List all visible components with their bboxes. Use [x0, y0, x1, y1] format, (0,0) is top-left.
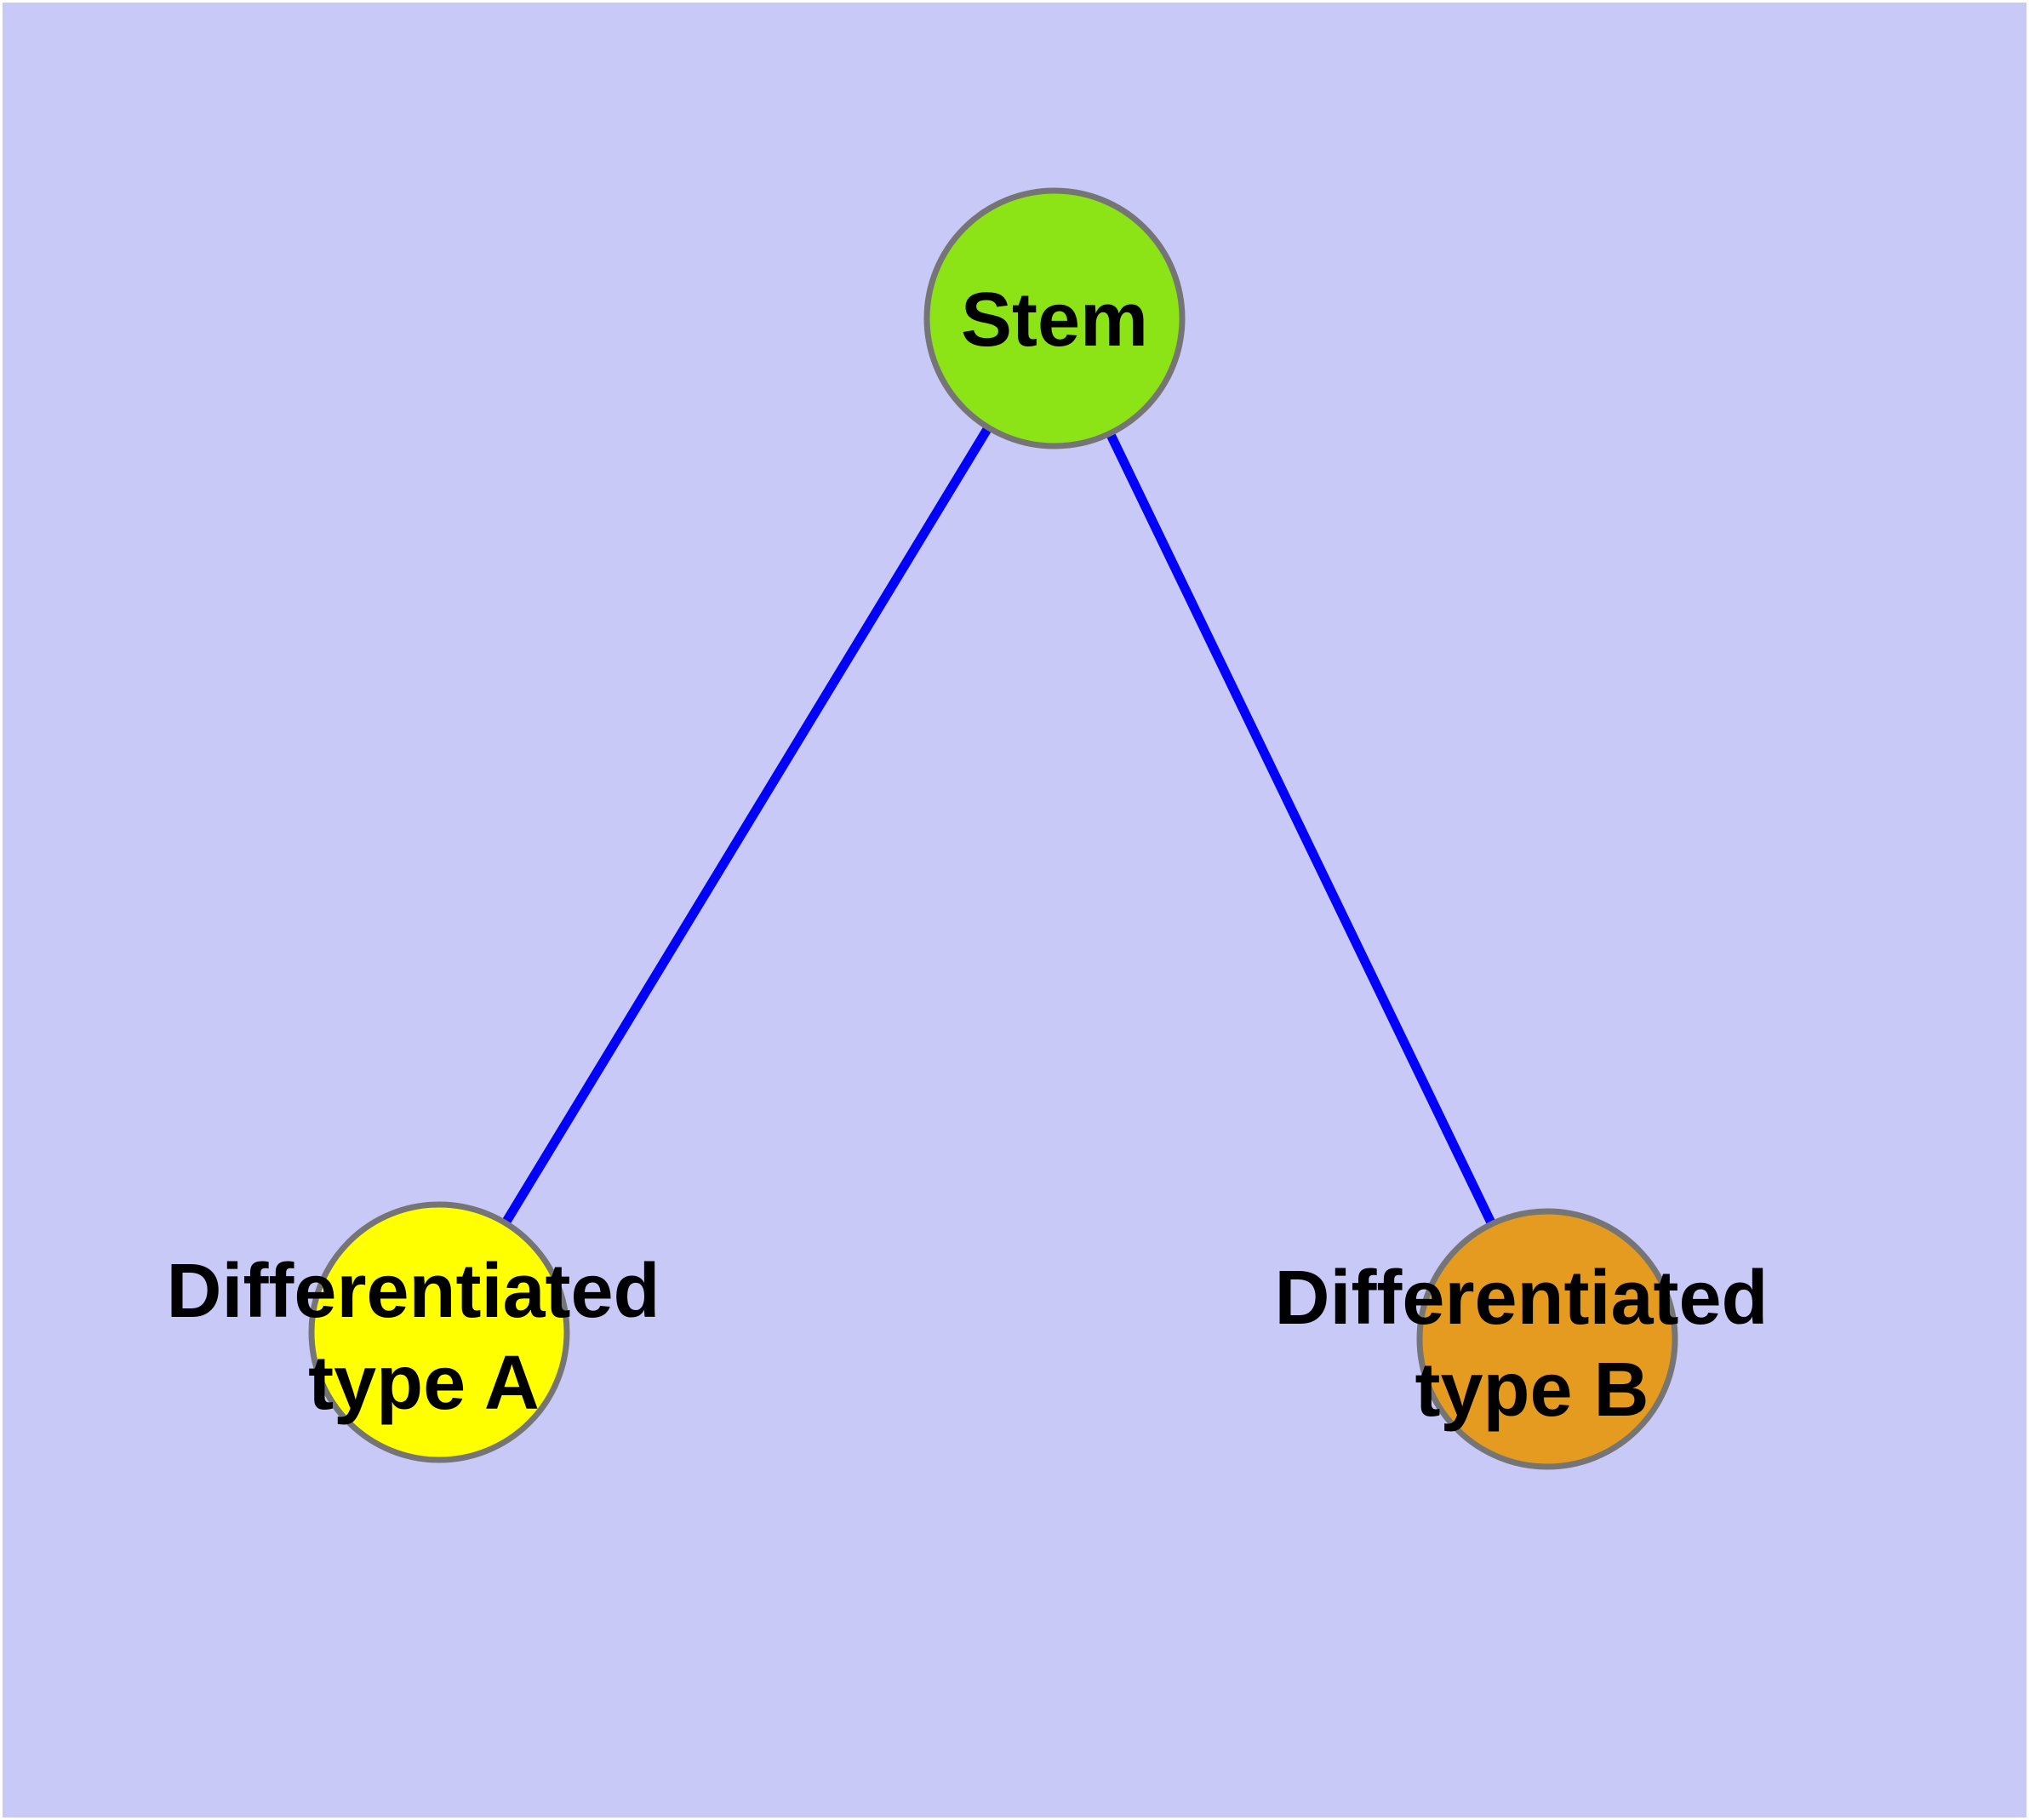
node-label-type-b-line1: Differentiated — [1274, 1256, 1768, 1341]
node-label-type-a-line2: type A — [308, 1341, 540, 1426]
node-label-stem: Stem — [961, 278, 1148, 363]
node-differentiated-type-a[interactable] — [308, 1201, 570, 1463]
edge-stem-to-type-b — [1050, 316, 1552, 1342]
edge-stem-to-type-a — [435, 316, 1059, 1335]
node-stem[interactable] — [923, 187, 1186, 449]
node-differentiated-type-b[interactable] — [1416, 1208, 1678, 1470]
node-label-type-b-line2: type B — [1415, 1348, 1649, 1433]
node-label-differentiated-type-a: Differentiated type A — [166, 1249, 681, 1426]
node-label-type-a-line1: Differentiated — [166, 1249, 660, 1334]
node-label-stem-text: Stem — [961, 278, 1148, 363]
node-label-differentiated-type-b: Differentiated type B — [1274, 1256, 1789, 1433]
